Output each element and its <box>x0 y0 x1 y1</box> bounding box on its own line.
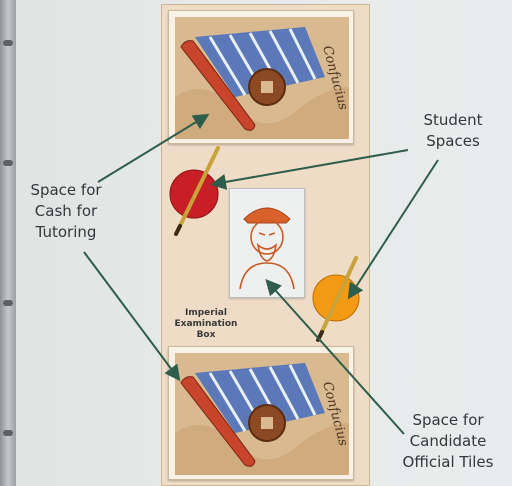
callout-line: Tutoring <box>35 223 97 241</box>
cash-space-bottom: Confucius <box>168 346 354 480</box>
callout-line: Space for <box>30 181 102 199</box>
binder-ring <box>3 160 13 166</box>
callout-student-spaces: Student Spaces <box>405 110 501 152</box>
callout-line: Student <box>423 111 483 129</box>
confucius-card: Confucius <box>175 353 349 475</box>
callout-line: Official Tiles <box>402 453 494 471</box>
binder-ring <box>3 430 13 436</box>
callout-line: Spaces <box>426 132 480 150</box>
box-label-line: Box <box>196 330 216 340</box>
confucius-card: Confucius <box>175 17 349 139</box>
box-label-line: Examination <box>174 319 238 329</box>
callout-line: Candidate <box>409 432 487 450</box>
official-portrait-icon <box>239 207 295 289</box>
cash-space-top: Confucius <box>168 10 354 144</box>
binder-ring <box>3 40 13 46</box>
callout-line: Space for <box>412 411 484 429</box>
callout-line: Cash for <box>34 202 98 220</box>
binder-spine <box>0 0 16 486</box>
candidate-official-tile <box>229 188 305 298</box>
callout-cash-for-tutoring: Space for Cash for Tutoring <box>18 180 114 243</box>
callout-candidate-tiles: Space for Candidate Official Tiles <box>384 410 512 473</box>
binder-ring <box>3 300 13 306</box>
imperial-examination-box-label: Imperial Examination Box <box>168 308 244 341</box>
box-label-line: Imperial <box>185 308 227 318</box>
